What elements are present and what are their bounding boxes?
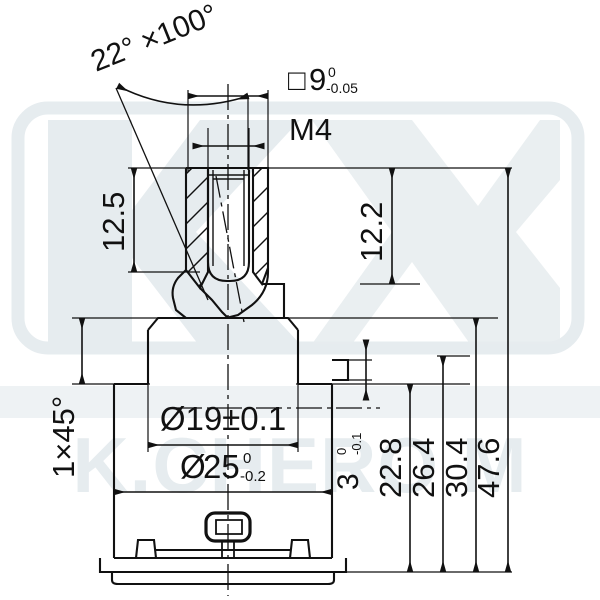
- angle-leader-3: [215, 175, 245, 323]
- watermark-band: [0, 386, 600, 418]
- neck-step-right: [262, 282, 286, 318]
- label-height-3-tol-lower: -0.1: [349, 433, 364, 455]
- label-height-3: 3: [332, 473, 365, 490]
- body-top-chamfer: [147, 316, 299, 331]
- extension-lines: [72, 90, 512, 573]
- watermark-layer: K.CHERO M: [0, 101, 600, 509]
- base-tab-left: [134, 538, 158, 559]
- bottom-flange: [98, 558, 348, 574]
- neck-right-profile: [225, 268, 270, 320]
- part-geometry: [98, 166, 350, 586]
- label-square-9-tol-upper: 0: [328, 64, 336, 80]
- label-dia-25-tol-lower: -0.2: [240, 468, 266, 485]
- section-hatch-left: [186, 168, 208, 288]
- watermark-logo-k: [48, 120, 300, 344]
- angle-leader-1: [115, 87, 209, 301]
- label-dia-25-tol-upper: 0: [243, 450, 251, 467]
- label-dia-19: Ø19±0.1: [160, 400, 286, 437]
- section-hatch-right: [253, 168, 268, 284]
- thread-hole-profile: [206, 170, 251, 283]
- label-30-4: 30.4: [439, 438, 474, 498]
- label-chamfer-1x45: 1×45°: [46, 396, 81, 478]
- label-square-9-tol-lower: -0.05: [326, 80, 358, 96]
- label-dia-25: 25: [203, 448, 240, 485]
- label-square-symbol: □: [288, 65, 306, 97]
- label-angle-22x100: 22° ×100°: [86, 0, 222, 78]
- centerlines: [176, 84, 380, 596]
- label-47-6: 47.6: [471, 438, 506, 498]
- label-22-8: 22.8: [373, 438, 408, 498]
- angle-callout-group: [115, 82, 250, 323]
- neck-left-profile: [171, 269, 187, 319]
- label-12-2: 12.2: [354, 202, 389, 262]
- label-square-9: 9: [309, 62, 326, 97]
- label-12-5: 12.5: [96, 192, 131, 252]
- label-height-3-tol-upper: 0: [334, 448, 349, 455]
- watermark-logo-accent: [312, 120, 560, 344]
- center-keyway-inner: [215, 519, 243, 535]
- right-notch-feature: [332, 358, 350, 382]
- angle-arc: [115, 82, 250, 106]
- base-tab-right: [288, 538, 312, 559]
- label-26-4: 26.4: [406, 438, 441, 498]
- bottom-plate: [110, 572, 336, 586]
- label-m4: M4: [289, 112, 332, 147]
- label-dia-25-symbol: Ø: [180, 448, 206, 485]
